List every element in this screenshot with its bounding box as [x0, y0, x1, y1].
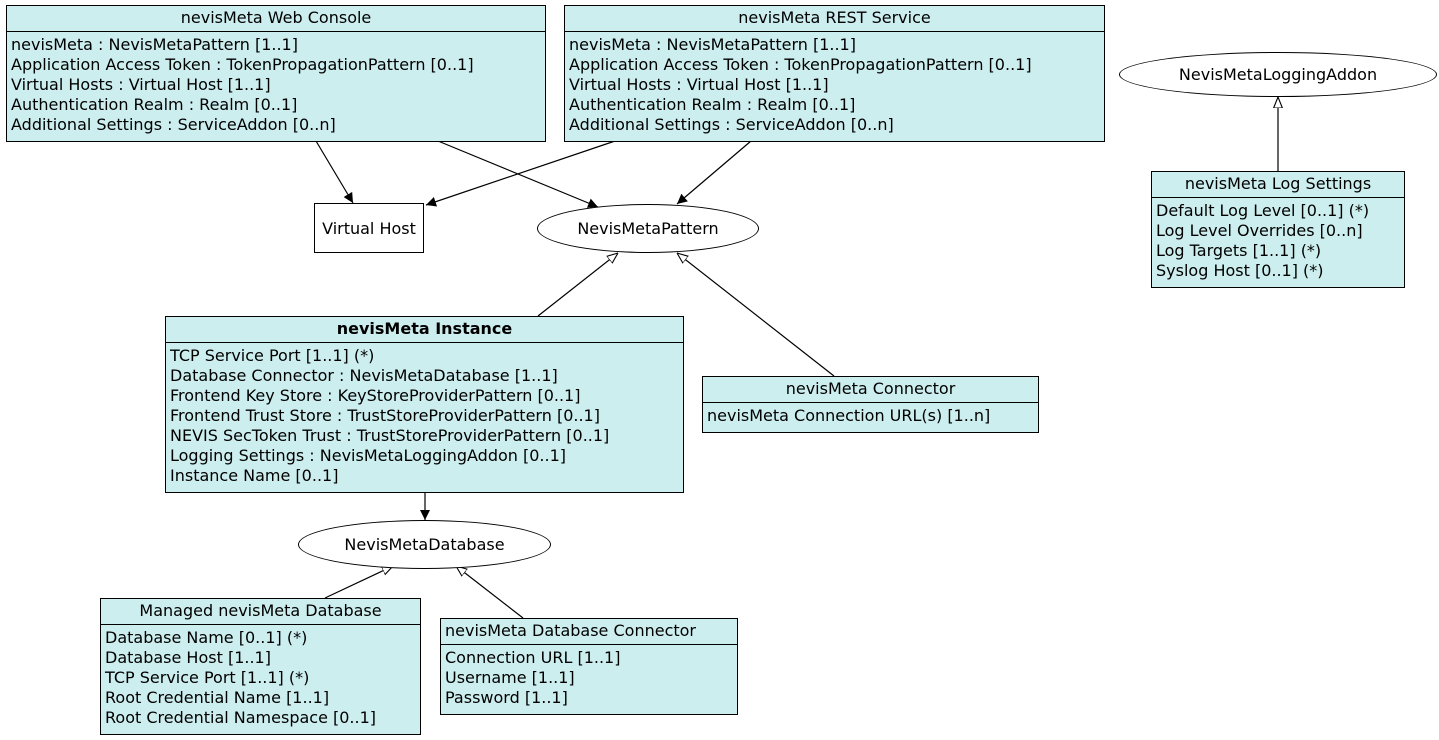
- node-database: NevisMetaDatabase: [298, 520, 551, 569]
- attribute-row: Connection URL [1..1]: [445, 648, 621, 667]
- edge-instance-pattern: [537, 253, 618, 317]
- node-title: nevisMeta Web Console: [7, 6, 545, 32]
- edge-webconsole-virtualhost: [315, 140, 354, 204]
- node-attributes: nevisMeta : NevisMetaPattern [1..1] Appl…: [565, 32, 1104, 137]
- node-title: nevisMeta Connector: [703, 377, 1038, 403]
- node-log-settings: nevisMeta Log Settings Default Log Level…: [1151, 171, 1405, 288]
- attribute-row: Authentication Realm : Realm [0..1]: [11, 95, 298, 114]
- node-web-console: nevisMeta Web Console nevisMeta : NevisM…: [6, 5, 546, 142]
- node-label: NevisMetaDatabase: [344, 535, 505, 554]
- node-label: Virtual Host: [322, 218, 416, 238]
- attribute-row: Application Access Token : TokenPropagat…: [11, 55, 474, 74]
- attribute-row: Syslog Host [0..1] (*): [1156, 261, 1324, 280]
- node-instance: nevisMeta Instance TCP Service Port [1..…: [165, 316, 684, 493]
- node-attributes: Connection URL [1..1] Username [1..1] Pa…: [441, 645, 737, 710]
- node-attributes: nevisMeta : NevisMetaPattern [1..1] Appl…: [7, 32, 545, 137]
- attribute-row: NEVIS SecToken Trust : TrustStoreProvide…: [170, 426, 610, 445]
- node-logging-addon: NevisMetaLoggingAddon: [1119, 52, 1437, 97]
- attribute-row: Database Name [0..1] (*): [105, 628, 308, 647]
- attribute-row: Root Credential Namespace [0..1]: [105, 708, 377, 727]
- attribute-row: Log Targets [1..1] (*): [1156, 241, 1322, 260]
- attribute-row: Username [1..1]: [445, 668, 575, 687]
- attribute-row: Password [1..1]: [445, 688, 568, 707]
- node-title: nevisMeta Database Connector: [441, 619, 737, 645]
- node-label: NevisMetaPattern: [577, 219, 719, 238]
- node-connector: nevisMeta Connector nevisMeta Connection…: [702, 376, 1039, 433]
- attribute-row: Authentication Realm : Realm [0..1]: [569, 95, 856, 114]
- attribute-row: Additional Settings : ServiceAddon [0..n…: [569, 115, 894, 134]
- edge-rest-virtualhost: [425, 140, 616, 207]
- attribute-row: nevisMeta : NevisMetaPattern [1..1]: [569, 35, 856, 54]
- node-title: nevisMeta Instance: [166, 317, 683, 343]
- node-pattern: NevisMetaPattern: [537, 204, 759, 253]
- node-label: NevisMetaLoggingAddon: [1178, 65, 1378, 84]
- node-attributes: TCP Service Port [1..1] (*) Database Con…: [166, 343, 683, 488]
- attribute-row: Additional Settings : ServiceAddon [0..n…: [11, 115, 336, 134]
- attribute-row: Root Credential Name [1..1]: [105, 688, 330, 707]
- node-managed-database: Managed nevisMeta Database Database Name…: [100, 598, 421, 735]
- attribute-row: nevisMeta : NevisMetaPattern [1..1]: [11, 35, 298, 54]
- attribute-row: TCP Service Port [1..1] (*): [170, 346, 375, 365]
- node-attributes: nevisMeta Connection URL(s) [1..n]: [703, 403, 1038, 428]
- node-attributes: Default Log Level [0..1] (*) Log Level O…: [1152, 198, 1404, 283]
- node-database-connector: nevisMeta Database Connector Connection …: [440, 618, 738, 715]
- node-rest-service: nevisMeta REST Service nevisMeta : Nevis…: [564, 5, 1105, 142]
- node-title: nevisMeta REST Service: [565, 6, 1104, 32]
- attribute-row: Application Access Token : TokenPropagat…: [569, 55, 1032, 74]
- attribute-row: Frontend Trust Store : TrustStoreProvide…: [170, 406, 600, 425]
- attribute-row: Virtual Hosts : Virtual Host [1..1]: [11, 75, 271, 94]
- edge-rest-pattern: [676, 140, 752, 205]
- attribute-row: Logging Settings : NevisMetaLoggingAddon…: [170, 446, 567, 465]
- attribute-row: Log Level Overrides [0..n]: [1156, 221, 1363, 240]
- attribute-row: Database Host [1..1]: [105, 648, 271, 667]
- attribute-row: Default Log Level [0..1] (*): [1156, 201, 1370, 220]
- attribute-row: nevisMeta Connection URL(s) [1..n]: [707, 406, 991, 425]
- node-title: nevisMeta Log Settings: [1152, 172, 1404, 198]
- edge-connector-pattern: [677, 253, 835, 377]
- node-attributes: Database Name [0..1] (*) Database Host […: [101, 625, 420, 730]
- edge-manageddb-database: [324, 566, 393, 599]
- node-virtual-host: Virtual Host: [314, 203, 424, 253]
- attribute-row: Virtual Hosts : Virtual Host [1..1]: [569, 75, 829, 94]
- attribute-row: Frontend Key Store : KeyStoreProviderPat…: [170, 386, 581, 405]
- node-title: Managed nevisMeta Database: [101, 599, 420, 625]
- attribute-row: TCP Service Port [1..1] (*): [105, 668, 310, 687]
- attribute-row: Database Connector : NevisMetaDatabase […: [170, 366, 558, 385]
- edge-dbconnector-database: [456, 566, 524, 619]
- attribute-row: Instance Name [0..1]: [170, 466, 339, 485]
